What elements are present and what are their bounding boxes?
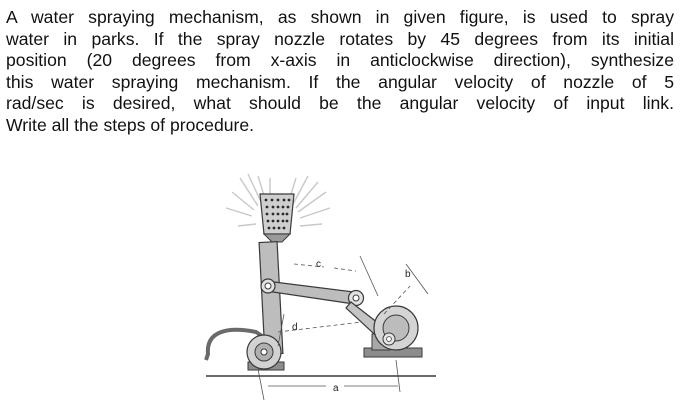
problem-line: A water spraying mechanism, as shown in … [6,7,674,27]
output-link [258,233,292,356]
label-a: a [333,383,339,394]
problem-statement: A water spraying mechanism, as shown in … [6,7,674,136]
problem-line: position (20 degrees from x-axis in anti… [6,50,674,70]
problem-line: rad/sec is desired, what should be the a… [6,93,674,113]
problem-line: this water spraying mechanism. If the an… [6,71,674,92]
ground-pivot-right [363,305,423,358]
mechanism-diagram: c b d a [204,173,436,401]
water-hose [205,327,264,356]
mechanism-figure: c b d a [196,164,446,404]
dimension-lines [257,255,429,401]
problem-line: water in parks. If the spray nozzle rota… [6,28,674,49]
spray-nozzle [259,193,295,235]
label-b: b [405,269,411,280]
ground-pivot-left [246,334,285,371]
coupler-link [260,278,365,307]
label-c: c [316,259,321,270]
label-d: d [292,322,298,333]
problem-line: Write all the steps of procedure. [6,114,255,135]
